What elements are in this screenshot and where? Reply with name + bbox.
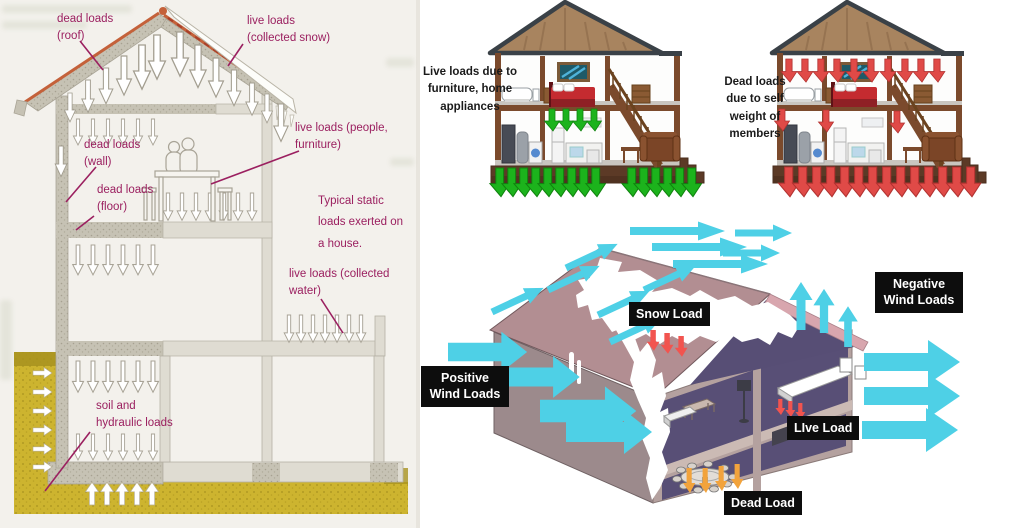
live-load-house [490,2,704,198]
badge-positive-wind-loads: Positive Wind Loads [421,366,509,407]
dead-load-house [772,2,986,198]
label-pointer-lines [44,40,344,492]
label-dead-loads-floor: dead loads (floor) [97,184,154,213]
label-dead-loads-roof: dead loads (roof) [57,13,114,42]
roof-gable-edge [764,293,869,352]
label-live-loads-snow: live loads (collected snow) [247,15,331,44]
label-dead-loads-wall: dead loads (wall) [84,139,141,168]
caption-typical-static-loads: Typical static loads exerted on a house. [318,195,404,250]
page-edge [416,0,420,528]
badge-snow-load: Snow Load [629,302,710,327]
badge-dead-load: Dead Load [724,491,802,516]
label-live-loads-water: live loads (collected water) [289,268,390,297]
badge-live-load: LIve Load [787,416,860,441]
badge-negative-wind-loads: Negative Wind Loads [875,272,963,313]
ghost-text-smudge [0,300,12,380]
label-live-loads-house: Live loads due to furniture, home applia… [423,66,517,113]
label-soil-hydraulic-loads: soil and hydraulic loads [96,400,173,429]
ghost-text-smudge [2,21,87,29]
snow-drift [596,302,670,500]
label-dead-loads-house: Dead loads due to self weight of members [724,76,786,140]
label-live-loads-people: live loads (people, furniture) [295,122,388,151]
static-loads-cross-section [13,5,408,514]
collected-snow-shape [164,5,297,115]
ghost-text-smudge [2,5,132,13]
leeward-suction-arrows [862,340,960,452]
ghost-text-smudge [386,58,414,67]
people-at-table [141,137,233,222]
wind-loads-house-3d [448,221,960,504]
ghost-text-smudge [390,158,414,166]
